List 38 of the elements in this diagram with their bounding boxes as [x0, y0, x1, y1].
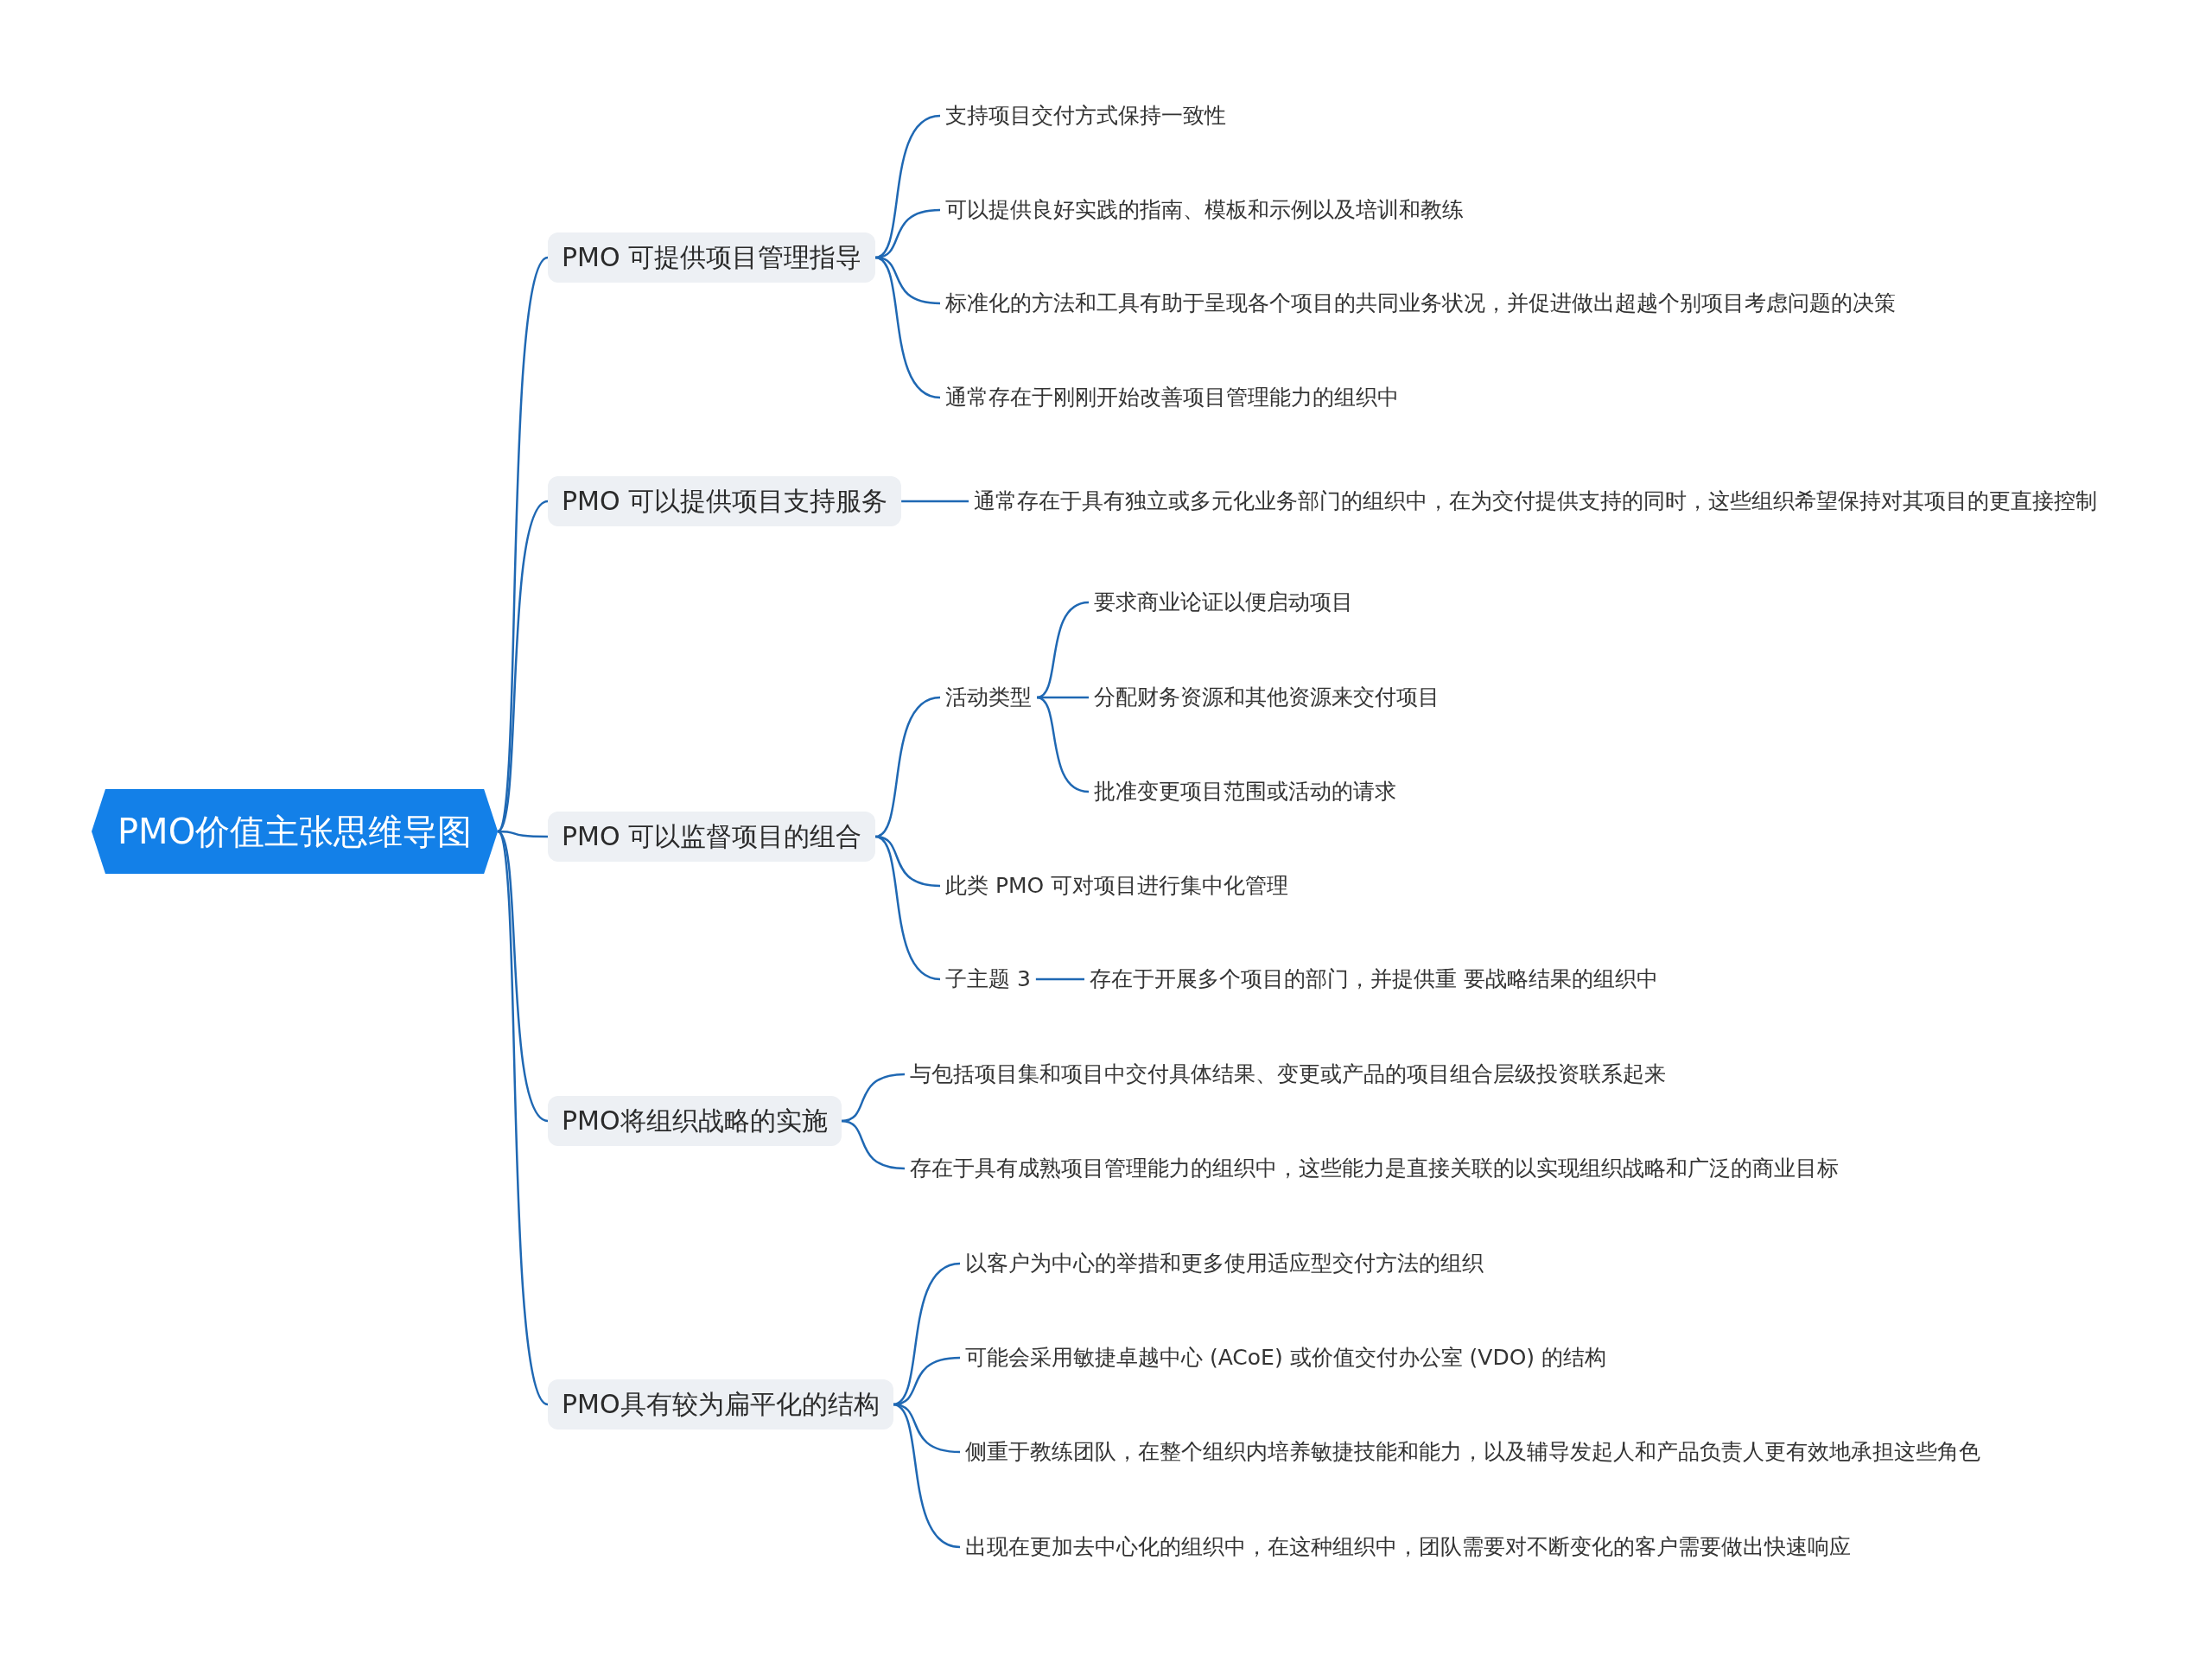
main-topic: PMO具有较为扁平化的结构: [548, 1379, 893, 1430]
subtopic-text: 存在于具有成熟项目管理能力的组织中，这些能力是直接关联的以实现组织战略和广泛的商业目标: [905, 1152, 1844, 1185]
subtopic-text: 可能会采用敏捷卓越中心 (ACoE) 或价值交付办公室 (VDO) 的结构: [960, 1341, 1612, 1374]
subtopic-text: 支持项目交付方式保持一致性: [940, 99, 1231, 132]
connector-line: [1036, 696, 1090, 793]
subtopic-text: 批准变更项目范围或活动的请求: [1089, 775, 1402, 808]
subtopic-text: 通常存在于具有独立或多元化业务部门的组织中，在为交付提供支持的同时，这些组织希望保持对其项目的更直接控制: [969, 485, 2102, 518]
connector-line: [1036, 601, 1090, 699]
subtopic-text: 与包括项目集和项目中交付具体结果、变更或产品的项目组合层级投资联系起来: [905, 1058, 1671, 1091]
connector-line: [497, 500, 549, 832]
subtopic-text: 标准化的方法和工具有助于呈现各个项目的共同业务状况，并促进做出超越个别项目考虑问题的决策: [940, 287, 1901, 320]
connector-line: [874, 696, 941, 838]
connector-line: [498, 830, 548, 838]
subtopic-text: 存在于开展多个项目的部门，并提供重 要战略结果的组织中: [1084, 963, 1663, 996]
connector-line: [893, 1262, 961, 1406]
subtopic-text: 要求商业论证以便启动项目: [1089, 586, 1358, 619]
connector-line: [841, 1119, 906, 1170]
subtopic-text: 活动类型: [940, 681, 1037, 714]
subtopic-text: 侧重于教练团队，在整个组织内培养敏捷技能和能力，以及辅导发起人和产品负责人更有效地承担这些角色: [960, 1436, 1986, 1468]
main-topic: PMO 可提供项目管理指导: [548, 232, 876, 283]
subtopic-text: 通常存在于刚刚开始改善项目管理能力的组织中: [940, 381, 1404, 414]
subtopic-text: 此类 PMO 可对项目进行集中化管理: [940, 869, 1294, 902]
subtopic-text: 子主题 3: [940, 963, 1036, 996]
connector-line: [901, 500, 969, 503]
subtopic-text: 可以提供良好实践的指南、模板和示例以及培训和教练: [940, 194, 1469, 226]
connector-line: [1035, 977, 1084, 981]
connector-line: [497, 831, 549, 1405]
main-topic: PMO将组织战略的实施: [548, 1096, 842, 1146]
connector-line: [893, 1403, 961, 1549]
connector-line: [874, 835, 941, 981]
subtopic-text: 分配财务资源和其他资源来交付项目: [1089, 681, 1445, 714]
connector-line: [874, 114, 941, 259]
connector-line: [874, 256, 941, 399]
main-topic: PMO 可以监督项目的组合: [548, 812, 876, 862]
subtopic-text: 以客户为中心的举措和更多使用适应型交付方法的组织: [960, 1247, 1489, 1280]
central-topic: PMO价值主张思维导图: [92, 789, 499, 874]
main-topic: PMO 可以提供项目支持服务: [548, 476, 902, 526]
subtopic-text: 出现在更加去中心化的组织中，在这种组织中，团队需要对不断变化的客户需要做出快速响应: [960, 1531, 1856, 1563]
